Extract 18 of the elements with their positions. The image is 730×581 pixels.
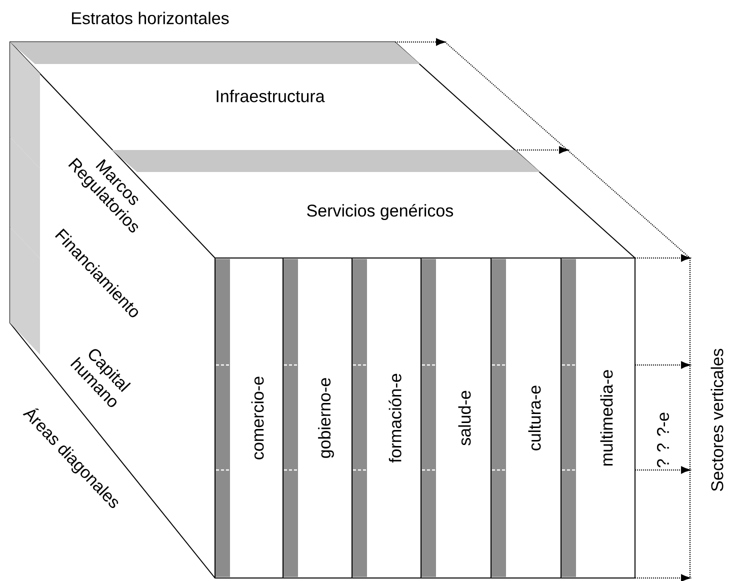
vertical-sector-column: gobierno-e	[282, 258, 334, 578]
node-label: formación-e	[388, 374, 402, 463]
sector-label: ? ? ?-e	[657, 412, 670, 468]
vertical-sector-column: salud-e	[420, 258, 471, 578]
vertical-sector-column: comercio-e	[214, 258, 264, 578]
node-label: multimedia-e	[600, 370, 613, 466]
top-layer-band: Infraestructura	[10, 42, 420, 102]
axis-label: Estratos horizontales	[72, 12, 229, 24]
vertical-sector-column: formación-e	[352, 258, 402, 578]
node-label: Infraestructura	[216, 90, 325, 102]
node-label: salud-e	[458, 390, 471, 446]
node-label: cultura-e	[528, 386, 541, 450]
axis-label: Sectores verticales	[710, 348, 724, 492]
node-label: Servicios genéricos	[307, 204, 454, 220]
node-label: comercio-e	[251, 376, 264, 460]
vertical-sector-column: multimedia-e	[560, 258, 613, 578]
vertical-sector-column: cultura-e	[490, 258, 541, 578]
node-label: gobierno-e	[318, 378, 334, 458]
